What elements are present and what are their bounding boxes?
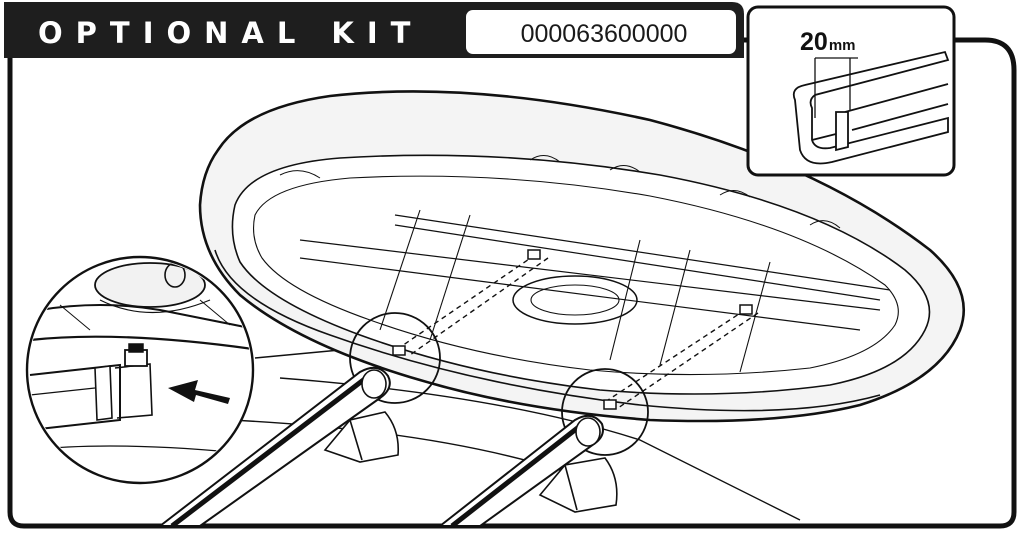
dimension-label: 20mm [800,28,856,56]
part-number-box [466,10,736,54]
mount-highlight-circle [561,368,649,456]
bolt-guide-line [604,309,746,403]
groove-profile [792,50,950,165]
header-title: OPTIONAL KIT [38,16,423,50]
t-nut-icon [527,249,541,260]
mount-highlight-circle [349,312,441,404]
header-bar: OPTIONAL KIT 000063600000 [4,2,744,58]
bar-foot [323,411,400,463]
bolt-guide-line [395,254,536,351]
detail-closeup-left [25,255,255,485]
bar-foot [538,457,618,513]
mounting-points [392,249,759,410]
roof-bar-right [437,414,604,528]
roof-box-lid-inner [231,154,931,395]
bolt-guide-line [617,312,759,409]
roof-bar-feet [323,411,618,513]
t-nut-icon [739,304,753,315]
t-nut-icon [392,345,406,356]
roof-bar-left [157,366,391,528]
bolt-guide-line [409,257,549,356]
dimension-unit: mm [829,37,856,54]
part-number: 000063600000 [521,20,688,48]
push-arrow-icon [168,380,230,404]
t-nut-icon [603,399,617,410]
inset-detail-box: 20mm [746,5,956,177]
dimension-value: 20 [800,28,828,56]
